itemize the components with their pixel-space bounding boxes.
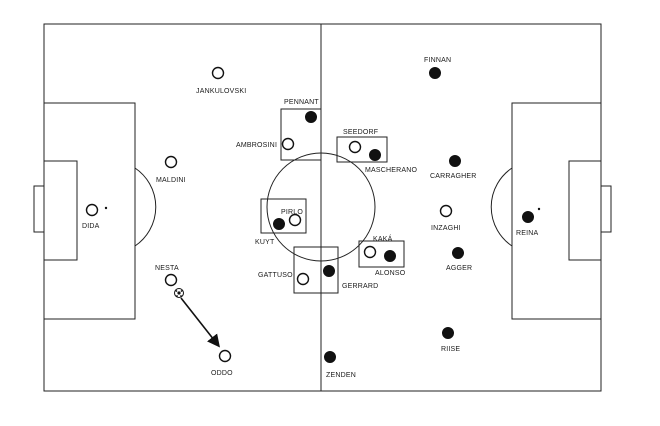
player-label: NESTA <box>155 265 179 272</box>
player-maldini: MALDINI <box>156 155 186 184</box>
player-marker <box>164 155 178 169</box>
player-kuyt: KUYT <box>255 218 285 246</box>
player-marker <box>281 137 295 151</box>
player-marker <box>522 211 534 223</box>
player-gattuso: GATTUSO <box>258 272 310 286</box>
players: JANKULOVSKI PENNANT AMBROSINI SEEDORF MASCHE… <box>82 57 539 379</box>
player-label: GATTUSO <box>258 272 293 279</box>
player-reina: REINA <box>516 211 539 237</box>
player-marker <box>164 273 178 287</box>
player-riise: RIISE <box>441 327 460 353</box>
player-label: MASCHERANO <box>365 167 418 174</box>
right-penalty-area <box>511 102 602 320</box>
left-goal-area <box>43 160 78 261</box>
player-label: KAKÁ <box>373 234 393 243</box>
player-seedorf: SEEDORF <box>343 129 378 154</box>
pair-box-kaka-alonso <box>358 240 405 268</box>
player-marker <box>305 111 317 123</box>
player-marker <box>85 203 99 217</box>
pair-box-pennant-ambrosini <box>280 108 322 161</box>
player-dida: DIDA <box>82 203 100 230</box>
player-marker <box>384 250 396 262</box>
player-marker <box>369 149 381 161</box>
player-label: DIDA <box>82 223 100 230</box>
player-zenden: ZENDEN <box>324 351 356 379</box>
player-nesta: NESTA <box>155 265 179 287</box>
player-label: PENNANT <box>284 99 319 106</box>
player-marker <box>218 349 232 363</box>
player-carragher: CARRAGHER <box>430 155 477 180</box>
pass-arrow <box>180 297 220 348</box>
player-marker <box>323 265 335 277</box>
player-label: INZAGHI <box>431 225 461 232</box>
player-marker <box>439 204 453 218</box>
pitch-outline <box>43 23 602 392</box>
pair-boxes <box>260 108 405 294</box>
player-marker <box>449 155 461 167</box>
player-label: JANKULOVSKI <box>196 88 246 95</box>
player-marker <box>324 351 336 363</box>
pair-box-seedorf-mascherano <box>336 136 388 163</box>
player-label: MALDINI <box>156 177 186 184</box>
left-penalty-spot <box>104 206 108 210</box>
player-label: ALONSO <box>375 270 406 277</box>
player-ambrosini: AMBROSINI <box>236 137 295 151</box>
player-kaka: KAKÁ <box>363 234 393 259</box>
right-goal <box>600 185 612 233</box>
player-oddo: ODDO <box>211 349 233 377</box>
player-finnan: FINNAN <box>424 57 451 79</box>
right-goal-area <box>568 160 602 261</box>
ball-icon <box>174 288 184 298</box>
ball-movement <box>174 288 220 348</box>
pair-box-gattuso-gerrard <box>293 246 339 294</box>
player-marker <box>348 140 362 154</box>
right-penalty-spot <box>537 207 541 211</box>
player-label: SEEDORF <box>343 129 378 136</box>
player-label: ZENDEN <box>326 372 356 379</box>
player-mascherano: MASCHERANO <box>365 149 418 174</box>
player-marker <box>273 218 285 230</box>
player-marker <box>442 327 454 339</box>
left-goal <box>33 185 45 233</box>
pitch-markings <box>33 23 612 392</box>
player-marker <box>211 66 225 80</box>
player-inzaghi: INZAGHI <box>431 204 461 232</box>
player-gerrard: GERRARD <box>323 265 378 290</box>
left-penalty-arc <box>134 167 157 247</box>
player-pennant: PENNANT <box>284 99 319 123</box>
player-label: RIISE <box>441 346 460 353</box>
player-label: CARRAGHER <box>430 173 477 180</box>
player-label: PIRLO <box>281 209 303 216</box>
player-label: KUYT <box>255 239 275 246</box>
player-jankulovski: JANKULOVSKI <box>196 66 246 95</box>
player-alonso: ALONSO <box>375 250 406 277</box>
player-marker <box>363 245 377 259</box>
player-marker <box>429 67 441 79</box>
player-label: GERRARD <box>342 283 378 290</box>
player-label: REINA <box>516 230 539 237</box>
player-marker <box>288 213 302 227</box>
player-label: AGGER <box>446 265 472 272</box>
right-penalty-arc <box>490 167 513 247</box>
player-label: FINNAN <box>424 57 451 64</box>
player-marker <box>296 272 310 286</box>
player-pirlo: PIRLO <box>281 209 303 227</box>
player-agger: AGGER <box>446 247 472 272</box>
player-label: ODDO <box>211 370 233 377</box>
pair-box-pirlo-kuyt <box>260 198 307 234</box>
player-label: AMBROSINI <box>236 142 277 149</box>
player-marker <box>452 247 464 259</box>
